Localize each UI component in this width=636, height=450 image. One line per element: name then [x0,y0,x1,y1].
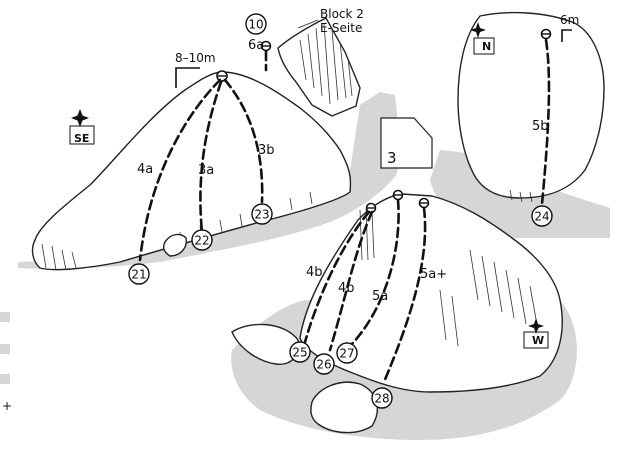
height-label-left: 8–10m [175,51,216,65]
route-line-27 [348,198,400,348]
edge-mark: + [2,399,12,413]
route-grade: 3a [198,163,214,178]
legend-swatch [0,344,10,354]
route-grade: 4b [306,265,323,280]
route-number: 26 [316,358,331,372]
height-marker-left [175,67,200,88]
block-2-label: Block 2 [320,7,364,21]
compass-se-label: SE [74,132,89,145]
route-grade: 6a [248,38,264,53]
route-labels: 10 6a 21 4a 22 3a 23 3b 24 5b 25 4b 26 4b 27 5a 28 5a+ [128,13,553,409]
compass-n-icon [470,22,495,55]
route-number: 25 [292,346,307,360]
height-marker-right [561,29,572,42]
route-number: 24 [534,210,549,224]
compass-w-frame [523,331,549,349]
lower-boulder: W [231,193,577,440]
route-line-22 [199,80,223,234]
route-number: 21 [131,268,146,282]
route-grade: 5b [532,119,549,134]
sector-number: 3 [387,149,397,167]
compass-w-icon [523,318,549,349]
route-number: 10 [248,18,263,32]
route-number-badge [371,387,393,409]
route-grade: 4a [137,162,153,177]
compass-w-label: W [532,334,544,347]
route-grade: 4b [338,281,355,296]
route-line-21 [138,78,222,262]
route-number: 23 [254,208,269,222]
lower-boulder-outline [299,193,563,393]
right-boulder-outline [457,11,605,199]
route-number-badge [245,13,267,35]
route-number: 22 [194,234,209,248]
left-ground [18,92,400,269]
route-number-badge [128,263,150,285]
route-number-badge [336,342,358,364]
route-grade: 5a+ [420,267,447,282]
front-rock [310,381,379,434]
left-boulder-outline [31,71,352,271]
block-2-hatching [299,23,353,105]
route-number-badge [191,229,213,251]
right-base-hatching [509,189,533,203]
compass-se-icon [69,109,95,145]
sector-marker: 3 [380,117,433,169]
lower-hatching [359,209,539,347]
route-line-28 [382,206,427,384]
route-line-23 [223,78,264,204]
route-grade: 3b [258,143,275,158]
route-line-25 [303,210,371,344]
route-number-badge [289,341,311,363]
legend-swatch [0,374,10,384]
block-2-sublabel: E-Seite [320,21,362,35]
route-line-26 [328,210,374,352]
route-number-badge [531,205,553,227]
compass-n-label: N [482,40,491,53]
route-line-24 [540,38,551,206]
route-number: 28 [374,392,389,406]
route-number: 27 [339,347,354,361]
height-label-right: 6m [560,13,579,27]
block-2-leader [297,19,319,29]
route-number-badge [251,203,273,225]
route-grade: 5a [372,289,388,304]
legend-swatch [0,312,10,322]
small-rock [162,233,187,257]
left-boulder: Block 2 E-Seite 8–10m SE [18,7,400,271]
compass-se-frame [69,125,95,145]
compass-n-frame [473,37,495,55]
block-2-outline [277,17,361,117]
anchors-left [216,40,272,82]
route-number-badge [313,353,335,375]
